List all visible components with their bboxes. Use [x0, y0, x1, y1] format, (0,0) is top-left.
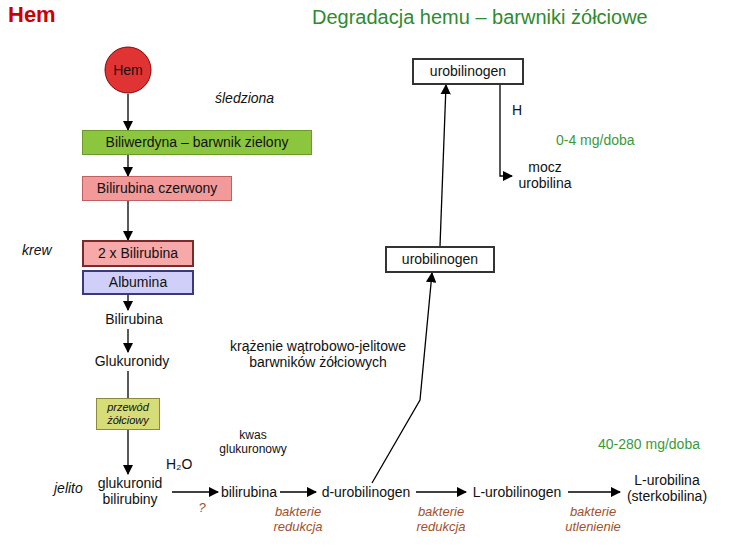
node-text: L-urobilina (sterkobilina) — [622, 472, 712, 504]
connector-arrow — [127, 94, 128, 130]
connector-arrow — [280, 491, 316, 492]
process-box: Biliwerdyna – barwnik zielony — [82, 130, 312, 155]
node-text: d-urobilinogen — [318, 484, 414, 501]
node-text: Bilirubina — [98, 311, 170, 328]
node-text: urobilinogen — [422, 63, 514, 80]
edge-label: krążenie wątrobowo-jelitowe barwników żó… — [222, 338, 414, 370]
part-label: H₂O — [166, 456, 192, 472]
process-box: urobilinogen — [385, 246, 495, 273]
edge-label: bakterie redukcja — [266, 504, 330, 534]
organ-outline — [16, 63, 349, 211]
process-box: urobilinogen — [412, 58, 524, 85]
edge-label: bakterie utlenienie — [560, 504, 626, 534]
diagram-title: Degradacja hemu – barwniki żółciowe — [312, 6, 648, 29]
node-text: Glukuronidy — [90, 353, 174, 370]
connector-arrow — [127, 155, 128, 176]
intestine-end — [722, 423, 742, 539]
node-text: śledziona — [215, 90, 274, 106]
node-text: Albumina — [92, 274, 184, 291]
connector-arrow — [500, 85, 512, 176]
text-node: Bilirubina — [96, 310, 172, 329]
connector-arrow — [372, 273, 432, 483]
connector-arrow — [127, 371, 128, 398]
connector-arrow — [440, 85, 446, 246]
connector-arrow — [568, 491, 620, 492]
vessel-wall — [0, 297, 648, 298]
node-text: krew — [22, 242, 52, 258]
process-box: 2 x Bilirubina — [82, 240, 194, 267]
intestine-body — [48, 423, 744, 539]
connector-arrow — [416, 491, 466, 492]
text-node: d-urobilinogen — [316, 483, 416, 502]
text-node: bilirubina — [218, 483, 280, 502]
vessel-end — [635, 209, 661, 297]
connector-arrow — [127, 430, 128, 474]
node-text: bilirubina — [220, 484, 278, 501]
node-text: Hem — [104, 46, 152, 94]
bile-duct: przewód żółciowy — [96, 398, 160, 430]
process-box: Albumina — [82, 270, 194, 295]
edge-label: ? — [192, 500, 212, 515]
red-cell — [105, 47, 151, 93]
part-label: kwas glukuronowy — [212, 428, 294, 456]
connector-arrow — [127, 295, 128, 310]
red-cell — [160, 76, 200, 116]
connector-arrow — [127, 201, 128, 240]
node-text: przewód żółciowy — [100, 401, 156, 427]
exit-arrow — [718, 478, 740, 479]
node-text: urobilinogen — [395, 251, 485, 268]
text-node: glukuronid bilirubiny — [88, 474, 172, 508]
red-cell — [156, 28, 200, 72]
amount-label: 0-4 mg/doba — [556, 132, 635, 148]
red-cell-center — [168, 40, 188, 60]
red-cell — [105, 89, 143, 127]
logo — [4, 518, 28, 542]
text-node: L-urobilina (sterkobilina) — [620, 471, 714, 505]
red-blood-cells — [73, 28, 200, 127]
node-text: mocz urobilina — [514, 159, 576, 191]
part-label: H — [512, 102, 522, 118]
cell-node: Hem — [104, 46, 152, 94]
header-label: Hem — [8, 2, 56, 28]
text-node: mocz urobilina — [512, 158, 578, 192]
leader-line — [502, 112, 509, 113]
logo-center — [11, 525, 21, 535]
edge-label: bakterie redukcja — [409, 504, 473, 534]
node-text: L-urobilinogen — [468, 484, 566, 501]
text-node: L-urobilinogen — [466, 483, 568, 502]
node-text: glukuronid bilirubiny — [90, 475, 170, 507]
intestine-wall — [48, 538, 744, 540]
connector-arrow — [172, 491, 218, 492]
intestine-wall — [48, 422, 744, 424]
node-text: jelito — [54, 480, 83, 496]
node-text: Biliwerdyna – barwnik zielony — [91, 134, 303, 151]
red-cell-center — [171, 87, 189, 105]
connector-arrow — [127, 329, 128, 352]
amount-label: 40-280 mg/doba — [598, 436, 700, 452]
renal-pelvis — [462, 109, 498, 137]
red-cell-center — [116, 100, 132, 116]
vessel-wall — [0, 209, 648, 210]
node-text: 2 x Bilirubina — [92, 245, 184, 262]
node-text: Bilirubina czerwony — [91, 180, 223, 197]
curved-arrow — [194, 459, 207, 492]
process-box: Bilirubina czerwony — [82, 176, 232, 201]
vessel-body — [0, 209, 648, 297]
text-node: Glukuronidy — [88, 352, 176, 371]
blood-vessel: krew 2 x BilirubinaAlbumina urobilinogen — [0, 208, 662, 298]
red-cell — [73, 69, 103, 99]
